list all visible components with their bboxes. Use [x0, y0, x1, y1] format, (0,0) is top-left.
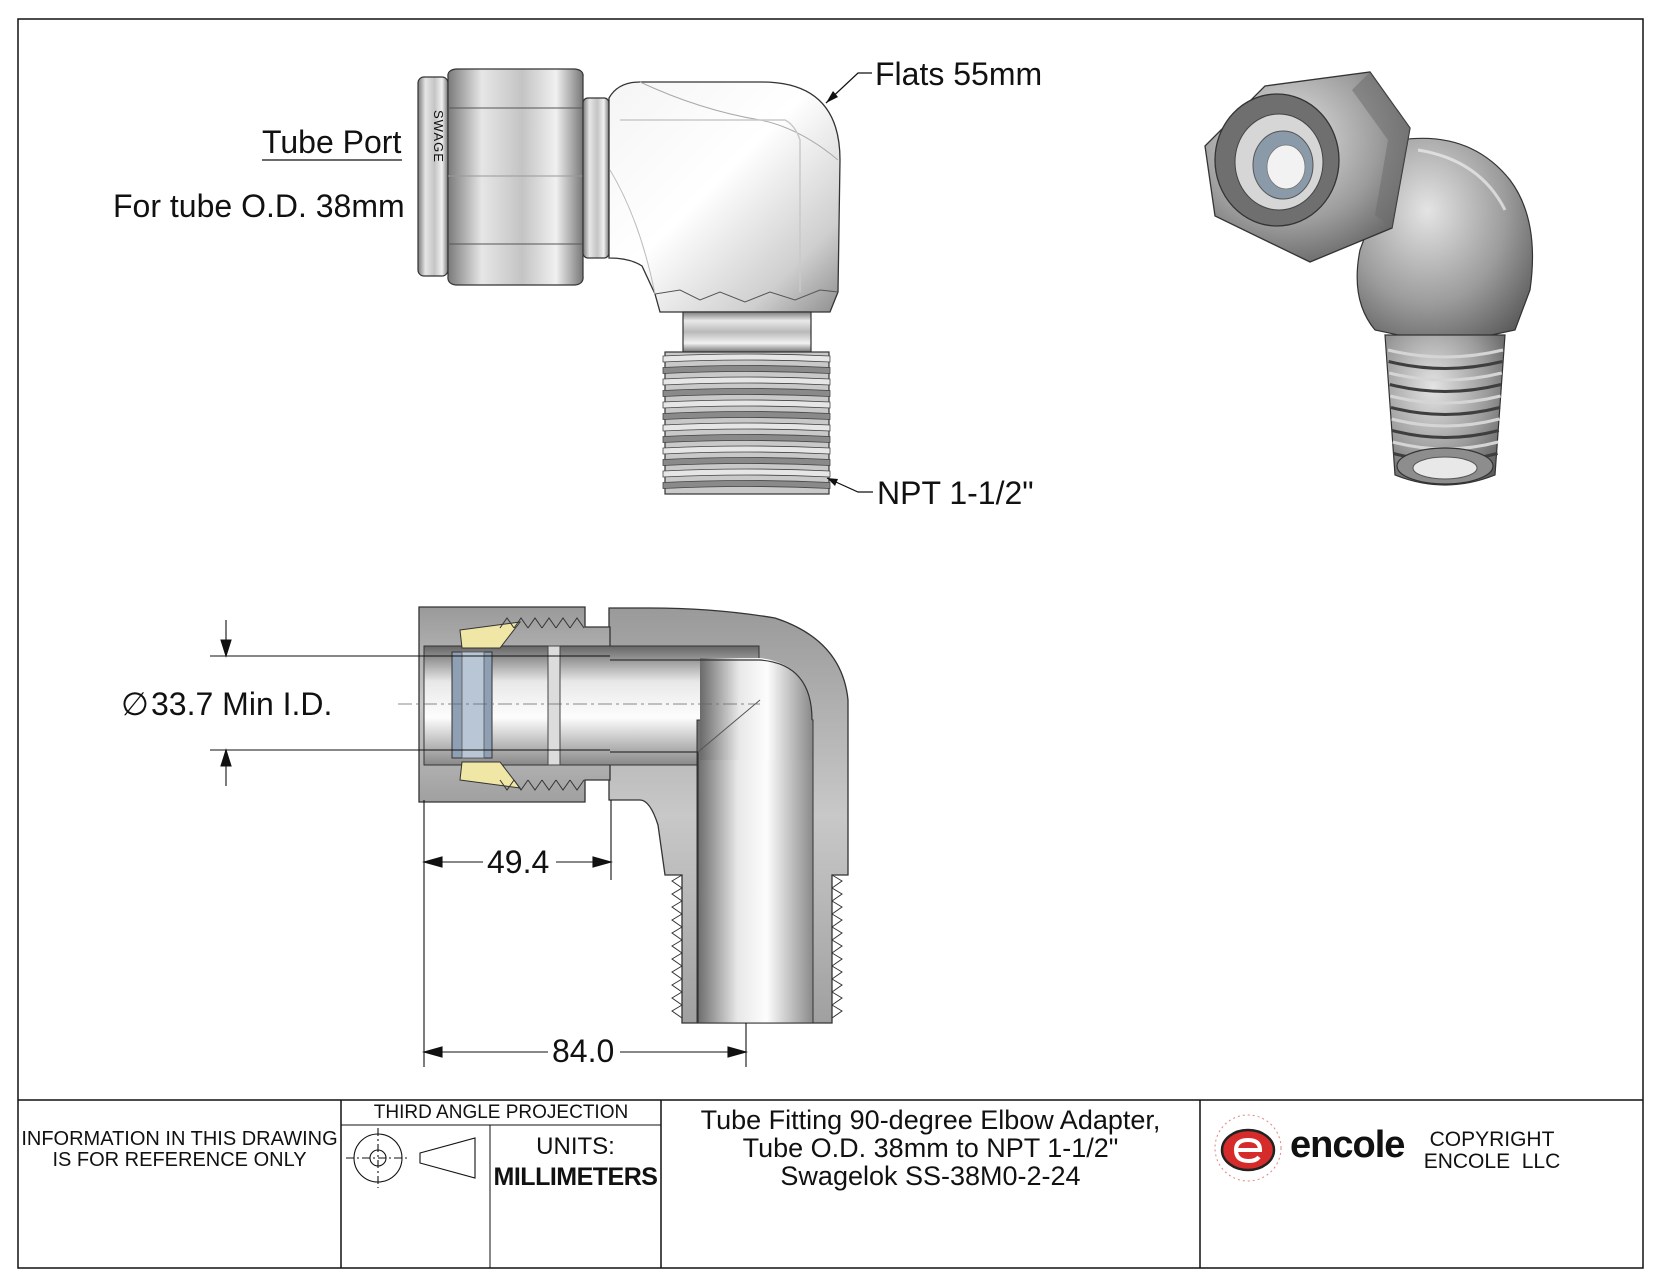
drawing-title-line3: Swagelok SS-38M0-2-24: [780, 1161, 1081, 1191]
projection-label: THIRD ANGLE PROJECTION: [373, 1102, 629, 1123]
copyright-line2: ENCOLE LLC: [1423, 1150, 1561, 1173]
flats-callout: Flats 55mm: [875, 56, 1043, 92]
back-ferrule-top: [459, 621, 522, 649]
thread-callout: NPT 1-1/2": [877, 475, 1034, 511]
tube-port-title: Tube Port: [262, 124, 402, 160]
section-bore-vertical: [696, 719, 814, 1024]
section-view: [210, 606, 849, 1067]
tube-stop: [547, 645, 561, 766]
length-dimension: [421, 880, 749, 1067]
depth-dimension: [421, 800, 614, 880]
back-ferrule-bottom: [459, 761, 522, 789]
drawing-title-line1: Tube Fitting 90-degree Elbow Adapter,: [700, 1105, 1161, 1135]
id-dimension: [210, 620, 610, 786]
third-angle-projection-symbol: [346, 1128, 476, 1188]
section-threads: [499, 617, 843, 1019]
iso-elbow-body: [1356, 137, 1534, 346]
title-block: [18, 1099, 1643, 1268]
thread-leader: [826, 477, 873, 493]
depth-dimension-text: 49.4: [487, 844, 550, 880]
disclaimer-line1: INFORMATION IN THIS DRAWING: [21, 1128, 338, 1150]
copyright-line1: COPYRIGHT: [1429, 1128, 1555, 1151]
disclaimer-line2: IS FOR REFERENCE ONLY: [52, 1149, 307, 1171]
hex-nut: [447, 68, 584, 286]
isometric-view: [1204, 71, 1534, 486]
encole-logo-icon: [1214, 1114, 1282, 1182]
nut-shoulder: [582, 97, 610, 259]
diameter-symbol: ∅: [121, 686, 149, 722]
elbow-body: [608, 81, 841, 313]
tube-port-note: For tube O.D. 38mm: [113, 188, 405, 224]
sheet-border: [17, 18, 1644, 1269]
min-id-dimension-text: 33.7 Min I.D.: [151, 686, 333, 722]
part-marking: SWAGE: [431, 110, 446, 163]
units-label: UNITS:: [536, 1133, 615, 1160]
elevation-view: [262, 68, 873, 495]
length-dimension-text: 84.0: [552, 1033, 615, 1069]
elbow-neck: [682, 311, 812, 353]
drawing-title-line2: Tube O.D. 38mm to NPT 1-1/2": [742, 1133, 1119, 1163]
npt-thread-top-view: [662, 351, 831, 495]
flats-leader: [825, 72, 872, 104]
brand-name: encole: [1290, 1124, 1405, 1166]
units-value: MILLIMETERS: [493, 1163, 658, 1191]
iso-threads: [1387, 348, 1504, 462]
tube-end-ring: [417, 76, 449, 277]
